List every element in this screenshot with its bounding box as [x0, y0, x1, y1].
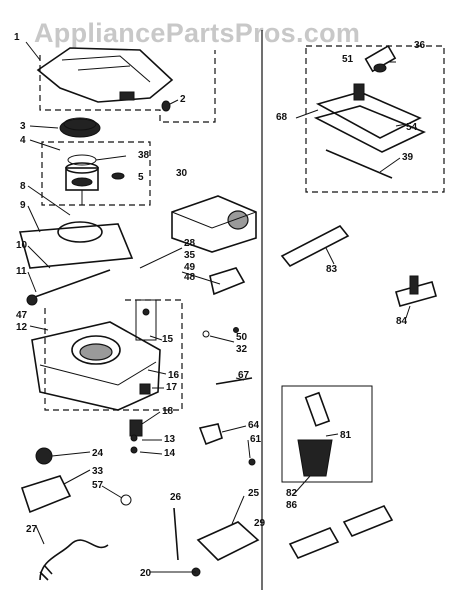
label-25: 25 — [248, 488, 260, 499]
dust-brush-part — [297, 391, 333, 477]
switch-screw — [142, 308, 150, 316]
label-5: 5 — [138, 172, 144, 183]
rod-part — [31, 269, 111, 299]
label-10: 10 — [16, 240, 28, 251]
label-20: 20 — [140, 568, 152, 579]
part-labels: 1 2 3 4 5 38 8 9 10 11 47 12 15 16 17 18… — [14, 32, 426, 579]
tool-box-outline — [281, 385, 373, 483]
label-84: 84 — [396, 316, 408, 327]
tool-group-outline — [305, 45, 445, 193]
label-28: 28 — [184, 238, 196, 249]
label-27: 27 — [26, 524, 38, 535]
label-29: 29 — [254, 518, 266, 529]
label-32: 32 — [236, 344, 248, 355]
brush-part-5 — [111, 172, 125, 180]
plug-part — [39, 564, 53, 581]
motor-group-outline — [41, 141, 151, 206]
plate-part-33 — [20, 475, 72, 514]
label-51: 51 — [342, 54, 354, 65]
brush-strip-part — [325, 149, 393, 179]
tool-part-84 — [395, 275, 437, 307]
wheel-part-24 — [35, 447, 53, 465]
tube-part-2 — [342, 504, 394, 538]
label-8: 8 — [20, 181, 26, 192]
pin-part-26 — [173, 507, 179, 561]
cord-part — [39, 539, 109, 581]
label-57: 57 — [92, 480, 104, 491]
label-16: 16 — [168, 370, 180, 381]
nozzle-part-36 — [364, 44, 397, 73]
label-49: 49 — [184, 262, 196, 273]
label-13: 13 — [164, 434, 176, 445]
motor-part — [65, 154, 99, 205]
label-36: 36 — [414, 40, 426, 51]
washer-part-57 — [120, 494, 132, 506]
label-18: 18 — [162, 406, 174, 417]
label-15: 15 — [162, 334, 174, 345]
part-61 — [248, 458, 256, 466]
label-4: 4 — [20, 135, 26, 146]
label-82: 82 — [286, 488, 298, 499]
screw-part-13 — [130, 434, 138, 442]
label-61: 61 — [250, 434, 262, 445]
screw-part-67 — [215, 377, 253, 385]
hood-part — [36, 47, 174, 103]
label-2: 2 — [180, 94, 186, 105]
watermark-text: AppliancePartsPros.com — [34, 18, 360, 48]
label-14: 14 — [164, 448, 176, 459]
label-30: 30 — [176, 168, 188, 179]
bag-part — [171, 195, 257, 253]
clip-part-48 — [209, 267, 246, 296]
label-67: 67 — [238, 370, 250, 381]
label-12: 12 — [16, 322, 28, 333]
foot-part-47 — [26, 294, 38, 306]
screw-part-2 — [161, 100, 171, 112]
label-11: 11 — [16, 266, 27, 277]
part-50 — [233, 327, 239, 333]
label-35: 35 — [184, 250, 196, 261]
label-17: 17 — [166, 382, 178, 393]
label-83: 83 — [326, 264, 338, 275]
switch-part — [135, 299, 157, 341]
floor-tool-part — [313, 83, 426, 153]
label-50: 50 — [236, 332, 248, 343]
label-39: 39 — [402, 152, 414, 163]
part-32 — [202, 330, 210, 338]
leader-lines — [25, 41, 411, 573]
label-24: 24 — [92, 448, 104, 459]
label-33: 33 — [92, 466, 104, 477]
label-86: 86 — [286, 500, 298, 511]
body-group-outline — [44, 299, 183, 411]
label-54: 54 — [406, 122, 418, 133]
label-38: 38 — [138, 150, 150, 161]
label-47: 47 — [16, 310, 28, 321]
hood-group-outline — [39, 50, 216, 123]
screw-part-14 — [130, 446, 138, 454]
label-68: 68 — [276, 112, 288, 123]
caster-part — [198, 423, 223, 446]
wand-part — [280, 224, 350, 268]
fan-part — [59, 117, 101, 138]
tube-part-1 — [288, 526, 340, 560]
label-48: 48 — [184, 272, 196, 283]
gasket-part — [18, 221, 134, 269]
label-1: 1 — [14, 32, 20, 43]
bracket-part — [196, 521, 260, 561]
latch-part-18 — [129, 419, 143, 437]
label-3: 3 — [20, 121, 26, 132]
body-part — [31, 321, 161, 411]
label-64: 64 — [248, 420, 260, 431]
label-26: 26 — [170, 492, 182, 503]
label-9: 9 — [20, 200, 26, 211]
label-81: 81 — [340, 430, 352, 441]
